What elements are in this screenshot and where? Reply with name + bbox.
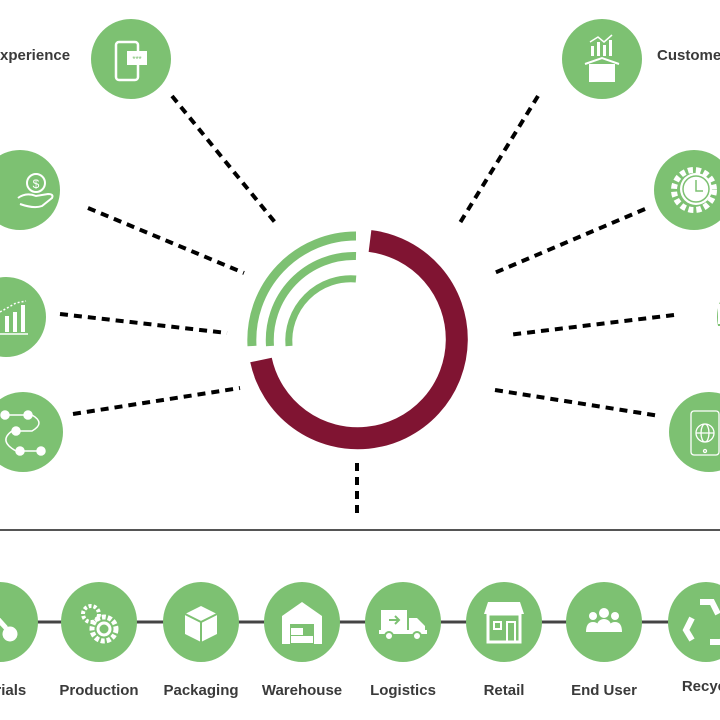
stage-label: Recycl <box>681 678 720 695</box>
users-icon <box>586 608 622 632</box>
gears-icon <box>81 604 119 644</box>
connector-line <box>507 313 675 337</box>
phone-rating-icon: *** <box>114 40 147 82</box>
store-icon <box>484 602 524 644</box>
hand-money-icon: $ <box>17 173 54 209</box>
gear-clock-icon <box>671 167 717 213</box>
svg-text:***: *** <box>132 55 141 64</box>
maroon-arc <box>250 230 468 450</box>
truck-icon <box>706 304 720 336</box>
stage-label: Retail <box>483 682 525 699</box>
warehouse-icon <box>282 602 322 644</box>
green-arc-inner <box>285 275 357 347</box>
stage-label: End User <box>571 682 637 699</box>
green-arc-middle <box>265 251 357 347</box>
svg-text:$: $ <box>33 177 40 191</box>
connector-line <box>491 207 646 276</box>
connector-line <box>72 386 241 416</box>
phone-globe-icon <box>690 410 720 456</box>
growth-chart-icon <box>0 300 28 335</box>
customer-label: Custome <box>657 47 720 64</box>
connector-lines <box>59 94 675 518</box>
process-flow-icon <box>0 410 46 456</box>
tools-icon <box>0 617 18 642</box>
connector-line <box>170 94 280 228</box>
experience-label: xperience <box>0 47 71 64</box>
stage-label: Logistics <box>370 682 436 699</box>
stage-label: Warehouse <box>261 682 343 699</box>
stage-circle-7 <box>668 582 720 662</box>
phone-globe-circle <box>669 392 720 472</box>
stage-circle-1 <box>61 582 137 662</box>
center-ring <box>247 230 468 450</box>
box-icon <box>184 606 218 642</box>
stage-label: Production <box>59 682 139 699</box>
stage-circle-0 <box>0 582 38 662</box>
recycle-icon <box>682 599 720 645</box>
customer-insight-icon <box>584 34 620 82</box>
stage-label: Packaging <box>163 682 239 699</box>
green-arc-outer <box>247 231 357 347</box>
connector-line <box>87 206 245 275</box>
connector-line <box>494 388 661 418</box>
truck-icon <box>379 610 427 641</box>
connector-line <box>59 312 228 335</box>
stage-circle-5 <box>466 582 542 662</box>
connector-line <box>456 94 540 228</box>
process-flow-circle <box>0 392 63 472</box>
stage-label: aterials <box>0 682 27 699</box>
